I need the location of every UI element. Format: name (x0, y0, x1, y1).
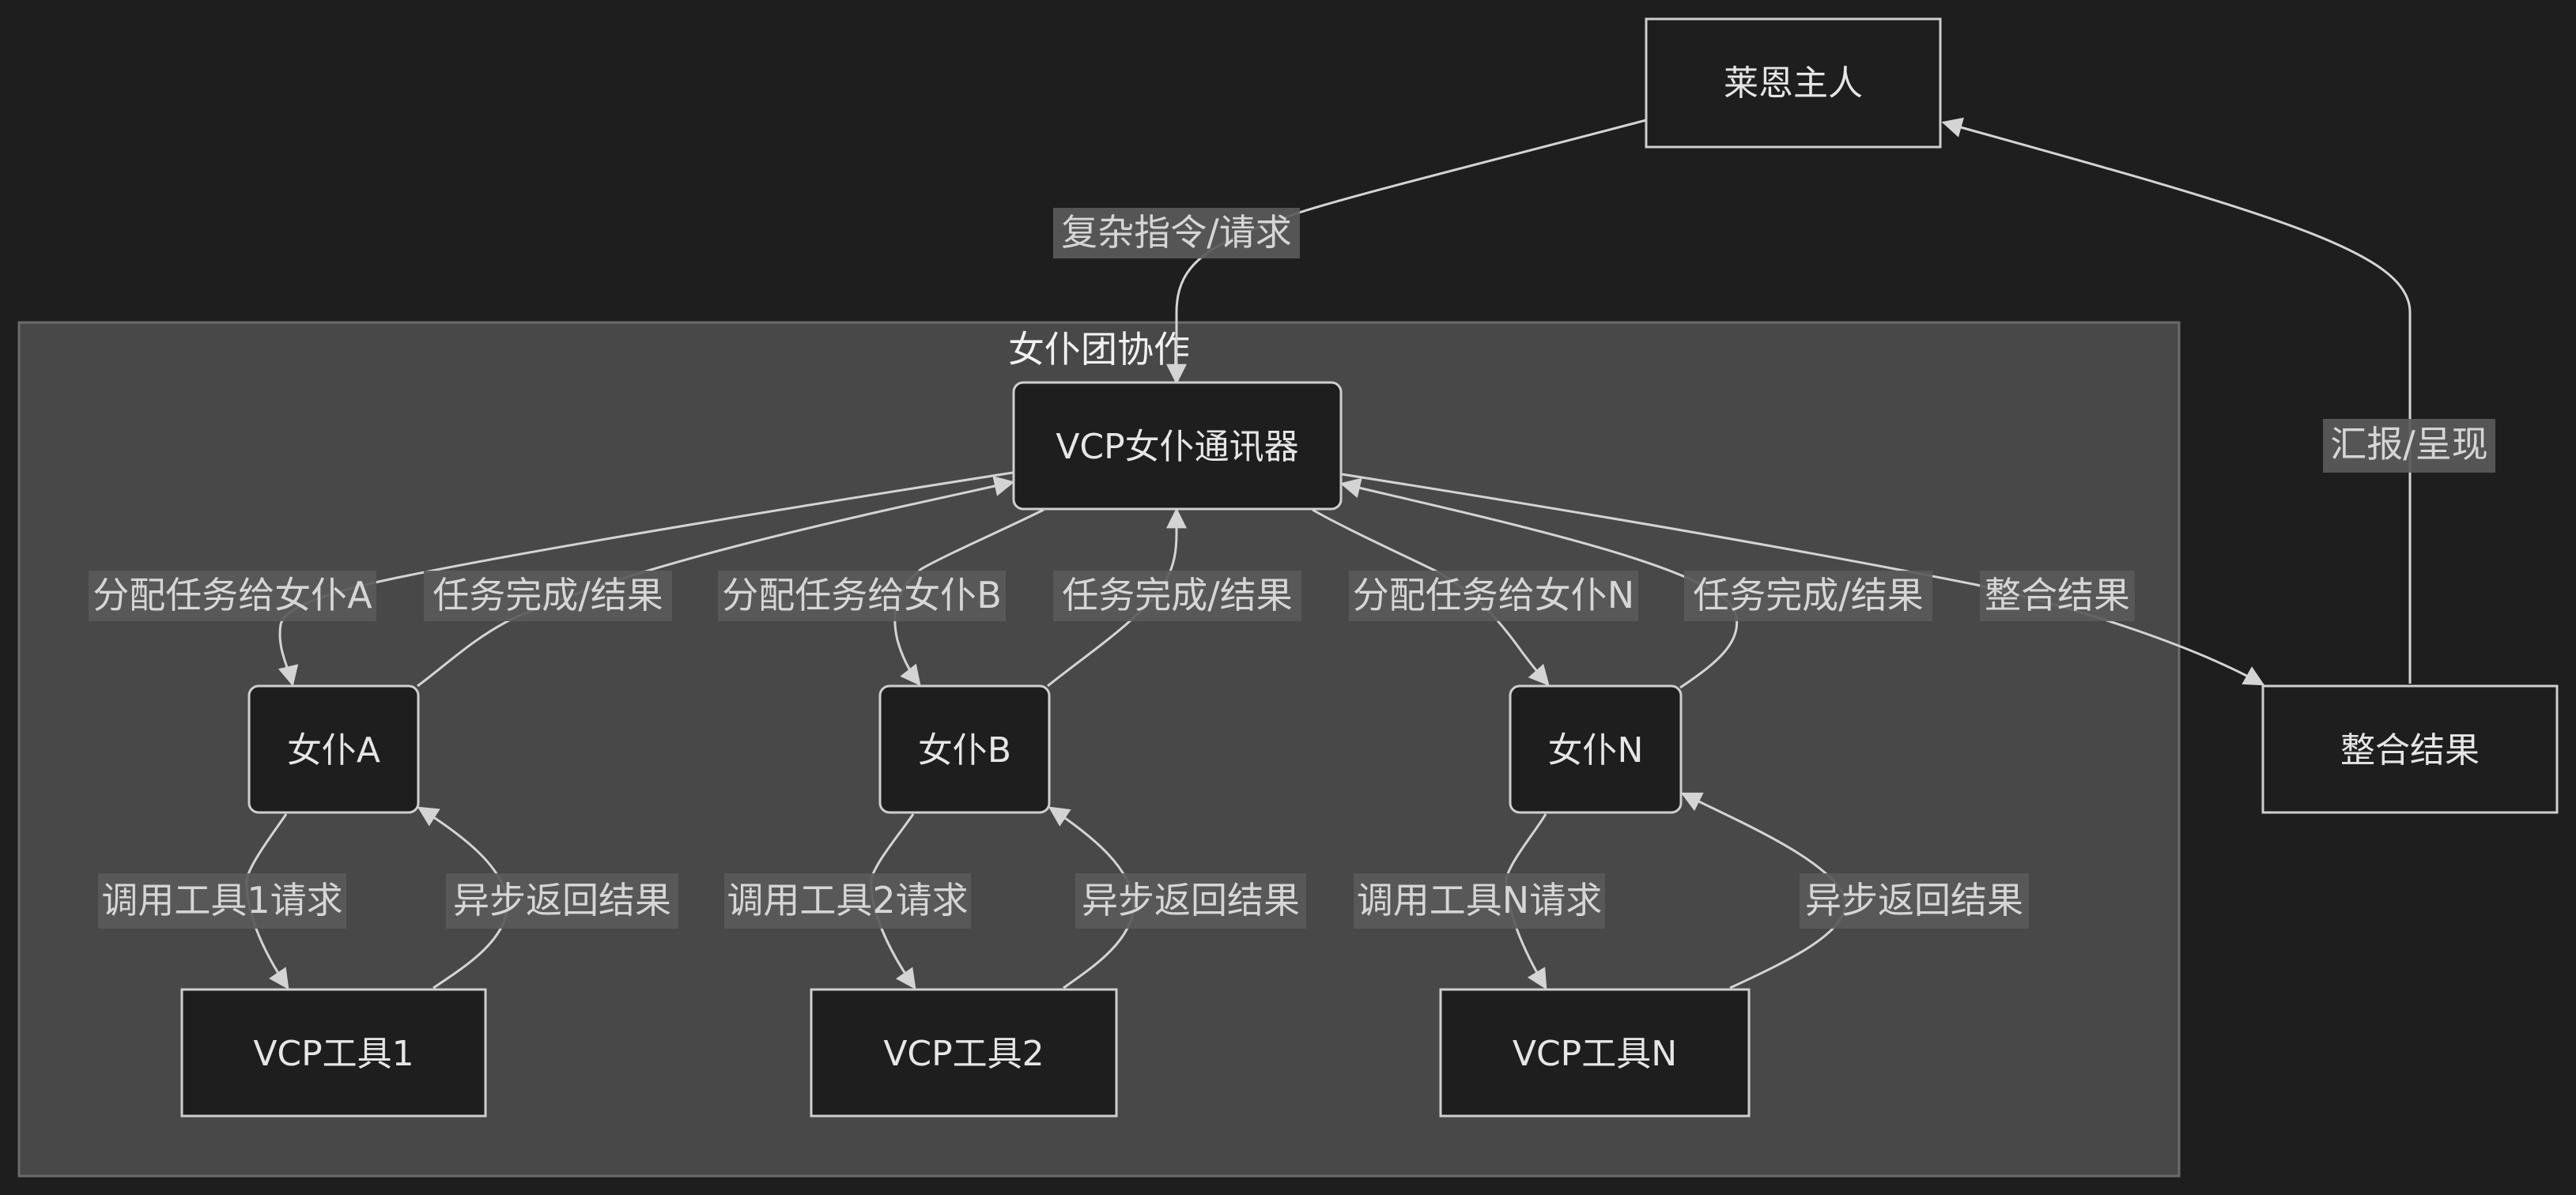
edge-label-result-to-master: 汇报/呈现 (2323, 419, 2495, 473)
edge-hub-to-maid-a (278, 471, 1014, 687)
svg-text:分配任务给女仆A: 分配任务给女仆A (93, 574, 372, 616)
edge-master-to-hub (1166, 119, 1647, 385)
edge-label-hub-to-maid-n: 分配任务给女仆N (1349, 571, 1638, 621)
node-tool-1[interactable]: VCP工具1 (180, 988, 487, 1118)
svg-text:任务完成/结果: 任务完成/结果 (1062, 574, 1293, 616)
edge-label-hub-to-maid-b: 分配任务给女仆B (718, 571, 1006, 621)
svg-text:异步返回结果: 异步返回结果 (1082, 879, 1300, 922)
node-maid-a[interactable]: 女仆A (247, 684, 420, 814)
node-tool-n[interactable]: VCP工具N (1439, 988, 1751, 1118)
edge-label-tool-n-to-maid-n: 异步返回结果 (1800, 873, 2029, 929)
edge-label-master-to-hub: 复杂指令/请求 (1053, 208, 1300, 258)
edge-label-tool-1-to-maid-a: 异步返回结果 (446, 873, 678, 929)
node-maid-n[interactable]: 女仆N (1509, 684, 1683, 814)
svg-text:VCP工具2: VCP工具2 (883, 1034, 1044, 1074)
node-maid-b[interactable]: 女仆B (878, 684, 1051, 814)
edge-label-maid-n-to-hub: 任务完成/结果 (1684, 571, 1932, 621)
node-master[interactable]: 莱恩主人 (1645, 17, 1942, 149)
svg-text:分配任务给女仆B: 分配任务给女仆B (722, 574, 1002, 616)
svg-text:女仆A: 女仆A (287, 730, 380, 771)
svg-text:调用工具N请求: 调用工具N请求 (1357, 879, 1602, 922)
svg-text:汇报/呈现: 汇报/呈现 (2330, 423, 2488, 466)
svg-text:任务完成/结果: 任务完成/结果 (432, 574, 663, 616)
svg-text:VCP女仆通讯器: VCP女仆通讯器 (1056, 427, 1298, 467)
svg-text:整合结果: 整合结果 (1985, 574, 2130, 616)
edge-label-maid-a-to-hub: 任务完成/结果 (424, 571, 672, 621)
svg-text:VCP工具1: VCP工具1 (253, 1034, 414, 1074)
node-hub[interactable]: VCP女仆通讯器 (1012, 381, 1343, 511)
cluster-title: 女仆团协作 (1008, 328, 1190, 371)
svg-text:女仆B: 女仆B (918, 730, 1011, 771)
edge-labels: 复杂指令/请求 分配任务给女仆A 任务完成/结果 分配任务给女仆B 任务完成/结… (89, 208, 2495, 929)
svg-text:整合结果: 整合结果 (2340, 730, 2480, 771)
nodes: 莱恩主人 VCP女仆通讯器 女仆A 女仆B 女仆N VCP工具1 VCP工具2 (180, 17, 2559, 1118)
svg-text:莱恩主人: 莱恩主人 (1724, 63, 1863, 104)
edge-hub-to-result (1341, 473, 2265, 686)
edge-label-tool-2-to-maid-b: 异步返回结果 (1075, 873, 1306, 929)
svg-text:复杂指令/请求: 复杂指令/请求 (1061, 211, 1292, 254)
edge-label-maid-n-to-tool-n: 调用工具N请求 (1354, 873, 1605, 929)
edge-result-to-master (1941, 117, 2412, 684)
edge-label-maid-b-to-tool-2: 调用工具2请求 (724, 873, 971, 929)
edge-label-maid-b-to-hub: 任务完成/结果 (1053, 571, 1301, 621)
svg-text:女仆N: 女仆N (1548, 730, 1644, 771)
svg-text:分配任务给女仆N: 分配任务给女仆N (1353, 574, 1634, 616)
svg-text:调用工具2请求: 调用工具2请求 (727, 879, 968, 922)
node-result[interactable]: 整合结果 (2261, 684, 2559, 814)
svg-text:异步返回结果: 异步返回结果 (1805, 879, 2023, 922)
edge-label-maid-a-to-tool-1: 调用工具1请求 (98, 873, 346, 929)
svg-text:异步返回结果: 异步返回结果 (453, 879, 671, 922)
node-tool-2[interactable]: VCP工具2 (810, 988, 1118, 1118)
svg-text:任务完成/结果: 任务完成/结果 (1693, 574, 1924, 616)
edge-label-hub-to-maid-a: 分配任务给女仆A (89, 571, 376, 621)
svg-text:调用工具1请求: 调用工具1请求 (101, 879, 342, 922)
edge-label-hub-to-result: 整合结果 (1980, 571, 2135, 621)
svg-text:VCP工具N: VCP工具N (1513, 1034, 1677, 1074)
